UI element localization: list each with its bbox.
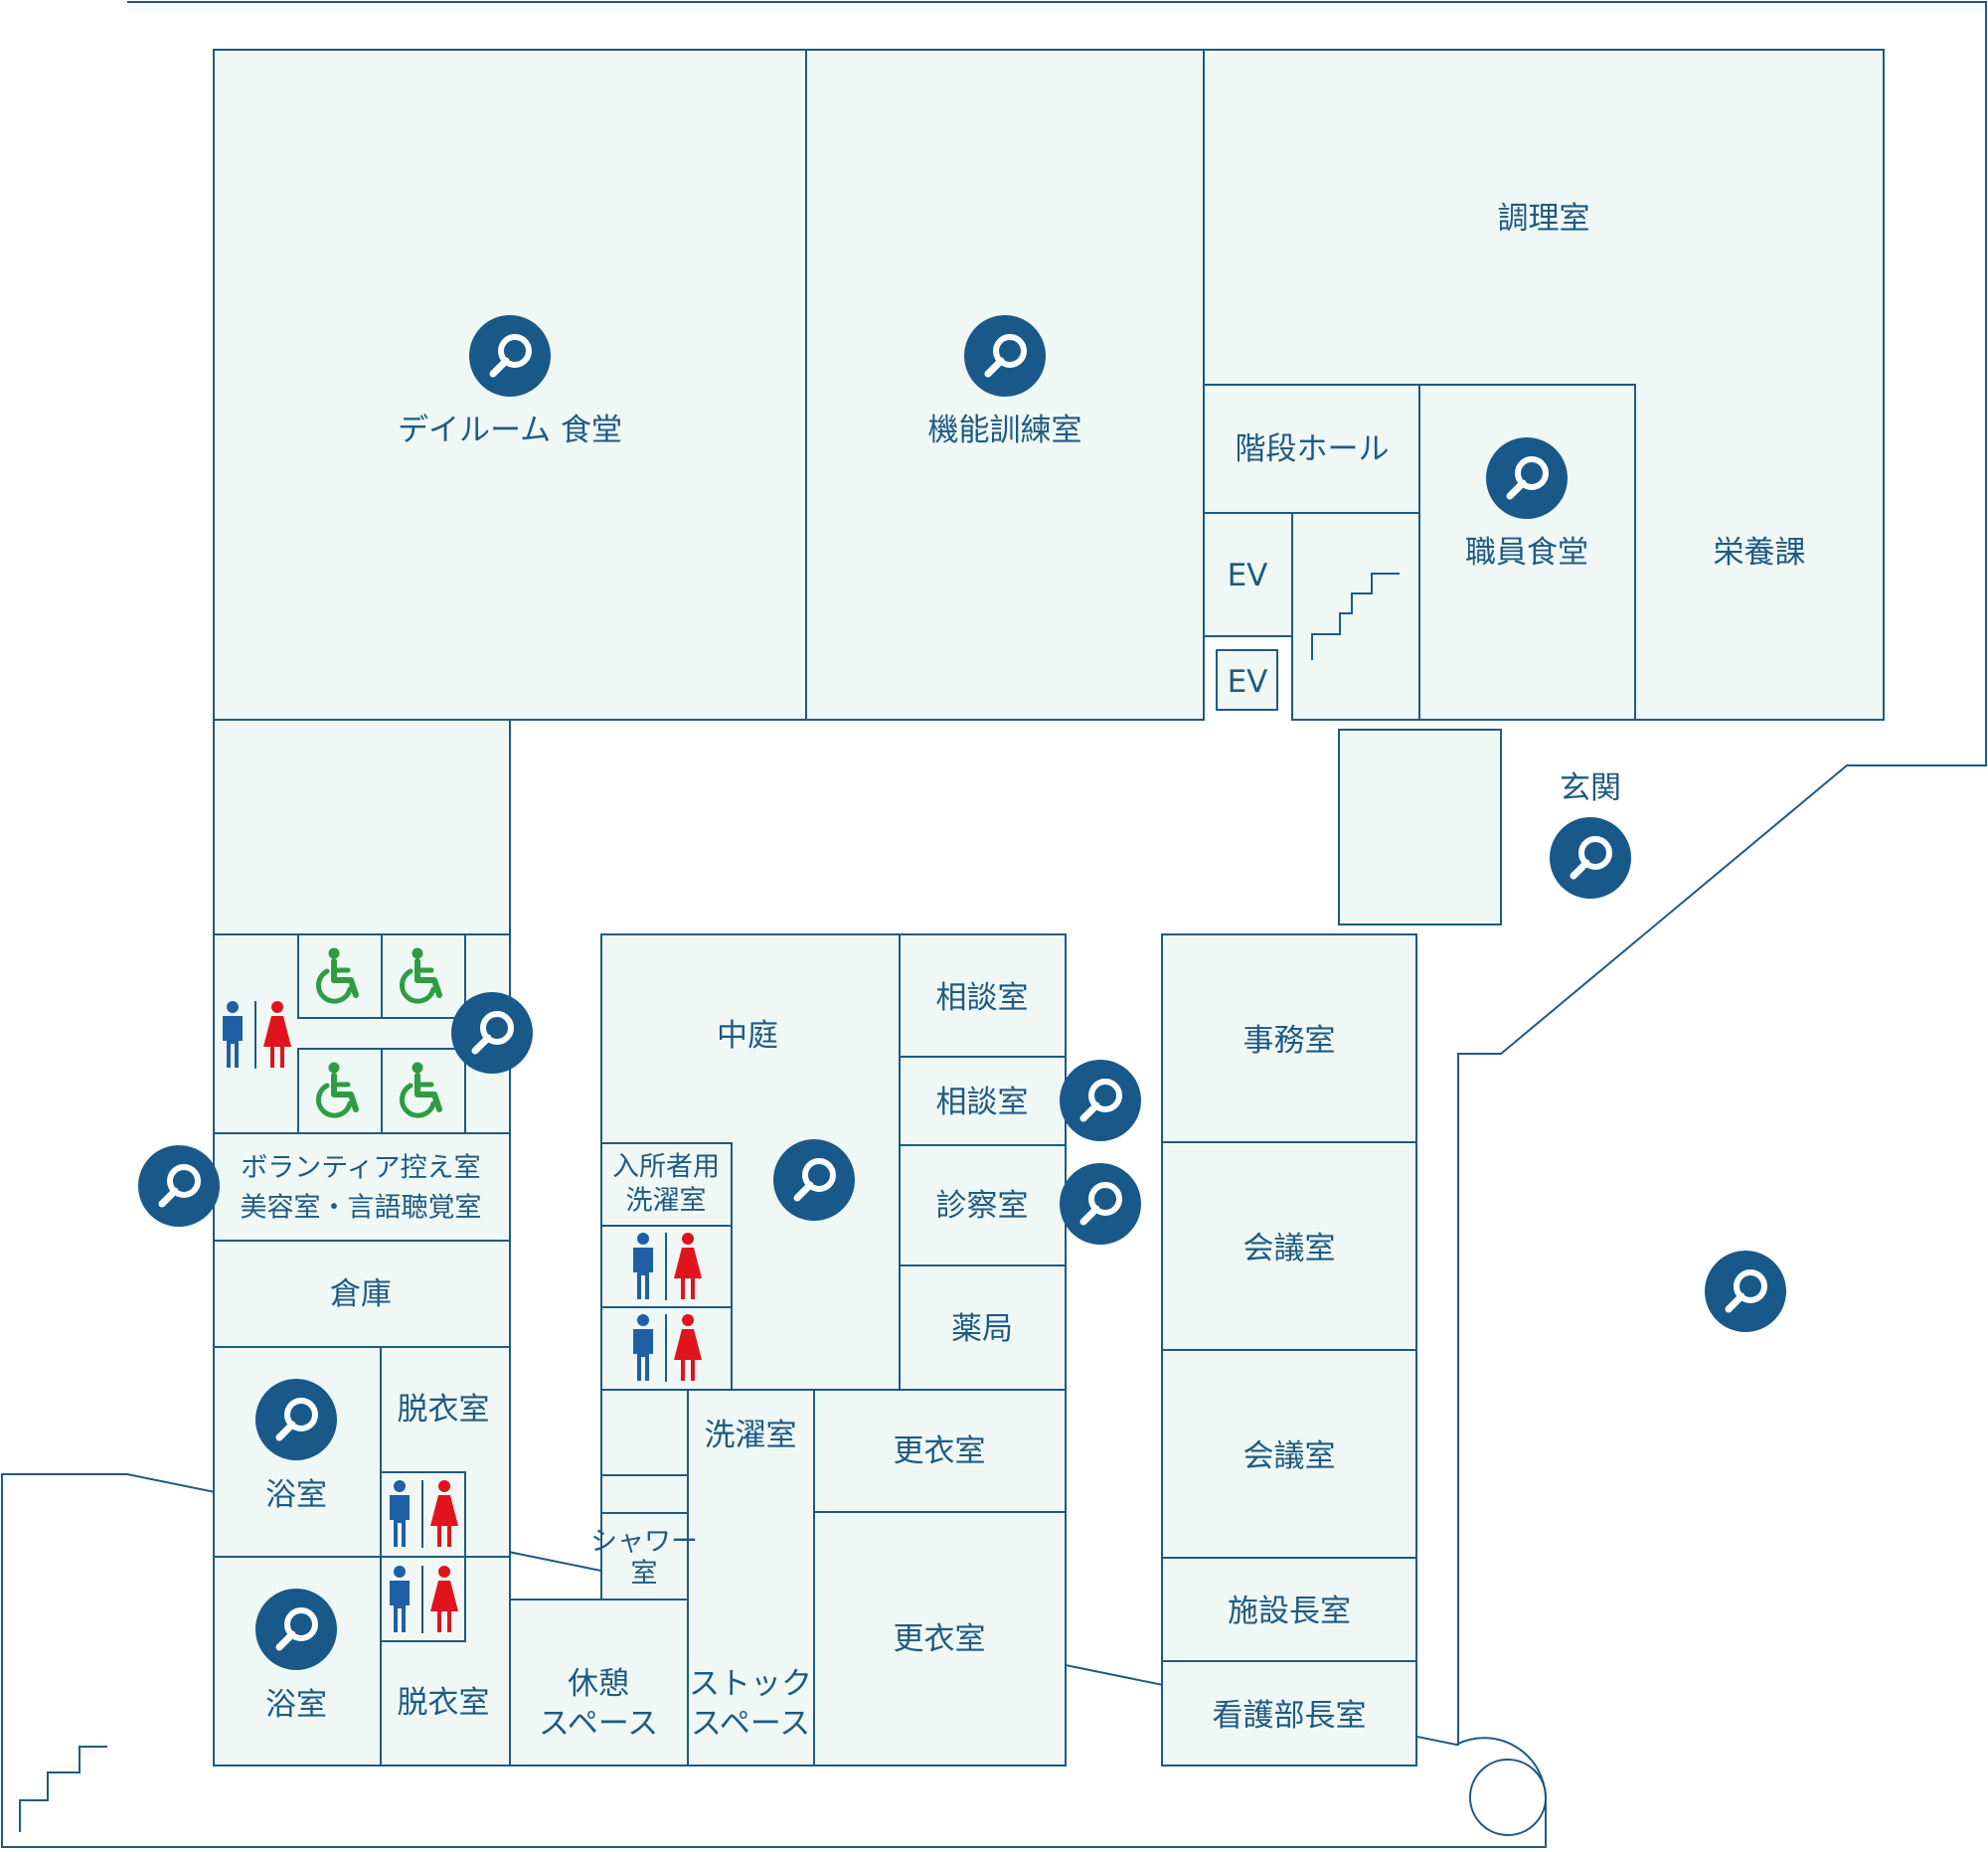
magnifier-icon[interactable] — [1060, 1060, 1141, 1141]
magnifier-icon[interactable] — [451, 992, 533, 1074]
label-staff-dining: 職員食堂 — [1465, 535, 1588, 571]
label-shower: シャワー — [590, 1527, 698, 1558]
label-nursing-head: 看護部長室 — [1213, 1698, 1367, 1734]
magnifier-icon[interactable] — [773, 1139, 855, 1221]
label-courtyard: 中庭 — [717, 1018, 778, 1054]
label-meeting-1: 会議室 — [1243, 1231, 1336, 1266]
room-consult-2 — [899, 1056, 1067, 1146]
label-dressing-2: 脱衣室 — [398, 1685, 490, 1721]
room-rest — [509, 1599, 689, 1767]
magnifier-icon[interactable] — [1705, 1251, 1786, 1332]
room-meeting-1 — [1161, 1141, 1417, 1351]
label-exam: 診察室 — [936, 1188, 1029, 1224]
label-stock: スペース — [691, 1706, 810, 1742]
label-consult-2: 相談室 — [936, 1085, 1029, 1120]
room-small-2 — [600, 1474, 689, 1514]
label-dayroom: デイルーム 食堂 — [398, 413, 622, 448]
label-locker-2: 更衣室 — [894, 1621, 986, 1657]
label-laundry-resident: 洗濯室 — [626, 1186, 707, 1217]
magnifier-icon[interactable] — [255, 1589, 337, 1670]
label-stock: ストック — [689, 1666, 812, 1702]
room-volunteer-beauty — [213, 1132, 511, 1242]
label-bath-2: 浴室 — [265, 1687, 327, 1723]
magnifier-icon[interactable] — [1550, 817, 1631, 899]
room-consult-1 — [899, 933, 1067, 1058]
label-ev-1: EV — [1228, 558, 1268, 593]
label-nutrition: 栄養課 — [1714, 535, 1806, 571]
room-nursing-head — [1161, 1660, 1417, 1767]
room-ev-1 — [1203, 512, 1293, 637]
label-volunteer: ボランティア控え室 — [241, 1153, 480, 1184]
label-pharmacy: 薬局 — [951, 1311, 1013, 1347]
entrance-pillar — [1469, 1759, 1547, 1836]
room-ev-2 — [1216, 649, 1278, 711]
label-rest: スペース — [539, 1706, 658, 1742]
magnifier-icon[interactable] — [1060, 1163, 1141, 1245]
room-pharmacy — [899, 1264, 1067, 1391]
room-wc-c — [297, 1048, 383, 1134]
label-dressing-1: 脱衣室 — [398, 1392, 490, 1428]
label-meeting-2: 会議室 — [1243, 1438, 1336, 1474]
label-training: 機能訓練室 — [928, 413, 1082, 448]
room-laundry-stock — [687, 1389, 815, 1767]
label-storage: 倉庫 — [330, 1276, 392, 1312]
room-locker-2 — [813, 1511, 1067, 1767]
stairs-icon — [19, 1746, 107, 1832]
room-stairwell — [1291, 512, 1420, 721]
label-bath-1: 浴室 — [265, 1477, 327, 1513]
magnifier-icon[interactable] — [255, 1379, 337, 1460]
room-locker-1 — [813, 1389, 1067, 1513]
room-wc-a — [297, 933, 383, 1019]
room-wc-b — [381, 933, 466, 1019]
room-office — [1161, 933, 1417, 1143]
magnifier-icon[interactable] — [964, 315, 1046, 397]
magnifier-icon[interactable] — [469, 315, 551, 397]
room-laundry-resident — [600, 1142, 733, 1227]
label-laundry: 洗濯室 — [705, 1418, 797, 1453]
label-director: 施設長室 — [1228, 1594, 1351, 1629]
room-entrance-annex — [1338, 729, 1502, 926]
magnifier-icon[interactable] — [138, 1145, 220, 1227]
room-west-corridor — [213, 719, 511, 935]
label-entrance: 玄関 — [1560, 770, 1621, 806]
room-director — [1161, 1557, 1417, 1662]
label-ev-2: EV — [1228, 664, 1268, 700]
room-meeting-2 — [1161, 1349, 1417, 1559]
label-kitchen: 調理室 — [1498, 201, 1590, 237]
label-office: 事務室 — [1243, 1023, 1336, 1059]
label-stair-hall: 階段ホール — [1236, 431, 1390, 467]
label-consult-1: 相談室 — [936, 980, 1029, 1016]
label-rest: 休憩 — [568, 1666, 629, 1702]
room-exam — [899, 1144, 1067, 1266]
label-laundry-resident: 入所者用 — [612, 1152, 720, 1183]
room-storage — [213, 1240, 511, 1348]
magnifier-icon[interactable] — [1486, 437, 1568, 519]
stairs-icon — [1311, 573, 1400, 660]
label-shower: 室 — [631, 1559, 658, 1590]
label-beauty: 美容室・言語聴覚室 — [241, 1193, 482, 1224]
room-small-1 — [600, 1389, 689, 1476]
label-locker-1: 更衣室 — [894, 1433, 986, 1469]
room-wc-d — [381, 1048, 466, 1134]
